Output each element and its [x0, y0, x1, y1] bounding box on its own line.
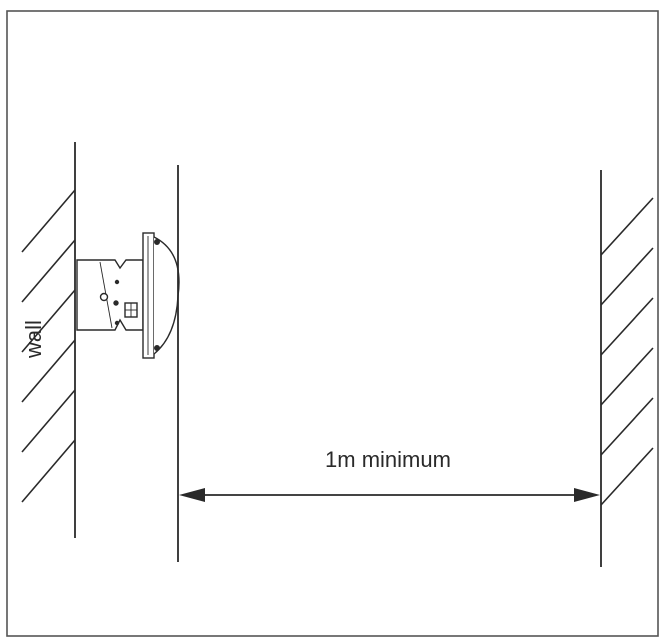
lens-screw-top [153, 238, 160, 245]
dimension-arrowhead-left [179, 488, 205, 502]
dimension-arrowhead-right [574, 488, 600, 502]
device-lens-dome [153, 236, 180, 355]
bracket-screw [113, 300, 119, 306]
left-wall [21, 142, 76, 538]
wall-mounted-device [76, 232, 180, 359]
device-front-plate [142, 232, 155, 359]
right-wall [600, 170, 654, 567]
left-wall-hatching [21, 189, 76, 503]
lens-screw-bottom [153, 345, 160, 352]
bracket-rivet-bottom [114, 320, 120, 326]
bracket-hole [99, 292, 109, 302]
wall-label: wall [21, 320, 46, 359]
bracket-rivet-top [114, 279, 120, 285]
distance-dimension [179, 488, 600, 502]
distance-label: 1m minimum [325, 447, 451, 472]
diagram-frame [6, 10, 659, 637]
right-wall-hatching [600, 197, 654, 506]
